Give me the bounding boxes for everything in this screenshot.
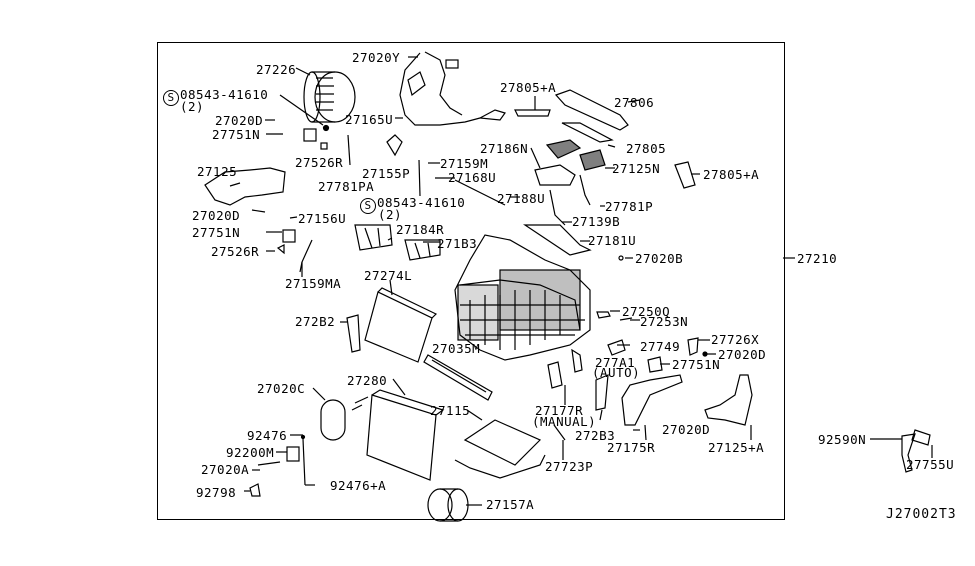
heater-unit-case-part[interactable]	[454, 234, 591, 361]
part-label[interactable]: 27115	[430, 403, 471, 418]
seal-27805a-right-part[interactable]	[674, 161, 696, 189]
part-label[interactable]: 27157A	[486, 497, 535, 512]
wiring-harness-part[interactable]	[399, 51, 506, 126]
part-label[interactable]: 27188U	[497, 191, 546, 206]
part-label[interactable]: 27749	[640, 339, 681, 354]
duct-27175r-part[interactable]	[621, 374, 683, 426]
part-label[interactable]: 27175R	[607, 440, 656, 455]
part-label[interactable]: 27726X	[711, 332, 760, 347]
part-label[interactable]: 27526R	[211, 244, 260, 259]
part-label[interactable]: 27280	[347, 373, 388, 388]
part-label[interactable]: 27020D	[718, 347, 767, 362]
part-label[interactable]: 27186N	[480, 141, 529, 156]
part-label[interactable]: 27751N	[212, 127, 261, 142]
part-label[interactable]: 92798	[196, 485, 237, 500]
part-label[interactable]: 271B3	[437, 236, 478, 251]
part-label[interactable]: 27159M	[440, 156, 489, 171]
part-label[interactable]: 27139B	[572, 214, 621, 229]
quantity-note: (2)	[180, 99, 205, 114]
part-label[interactable]: 27751N	[672, 357, 721, 372]
quantity-note: (2)	[378, 207, 403, 222]
part-label[interactable]: 27125N	[612, 161, 661, 176]
part-label[interactable]: 27805	[626, 141, 667, 156]
part-label[interactable]: 27181U	[588, 233, 637, 248]
part-label[interactable]: 27781P	[605, 199, 654, 214]
part-label[interactable]: 27526R	[295, 155, 344, 170]
evaporator-part[interactable]	[366, 389, 445, 481]
part-label[interactable]: 27168U	[448, 170, 497, 185]
part-label[interactable]: 27020Y	[352, 50, 401, 65]
heater-core-part[interactable]	[463, 419, 542, 466]
part-label[interactable]: 27177R	[535, 403, 584, 418]
part-note: (MANUAL)	[532, 414, 597, 429]
part-label[interactable]: 27226	[256, 62, 297, 77]
blower-wheel-part[interactable]	[427, 488, 469, 522]
part-label[interactable]: 27781PA	[318, 179, 375, 194]
part-label[interactable]: 27035M	[432, 341, 481, 356]
part-label[interactable]: 27020D	[192, 208, 241, 223]
screw-symbol-icon: S	[163, 90, 179, 106]
filter-27274l-part[interactable]	[364, 287, 438, 363]
diagram-id-code: J27002T3	[886, 507, 957, 522]
part-number: 08543-41610	[180, 87, 269, 102]
part-label[interactable]: 27723P	[545, 459, 594, 474]
part-label[interactable]: 27184R	[396, 222, 445, 237]
part-label[interactable]: 27020C	[257, 381, 306, 396]
diagram-frame	[157, 42, 785, 520]
part-label[interactable]: 27155P	[362, 166, 411, 181]
part-label[interactable]: 92476	[247, 428, 288, 443]
part-label[interactable]: 27020A	[201, 462, 250, 477]
part-label[interactable]: 92590N	[818, 432, 867, 447]
part-label[interactable]: 27159MA	[285, 276, 342, 291]
vent-grille-271b3-part[interactable]	[404, 239, 441, 261]
part-label[interactable]: 27274L	[364, 268, 413, 283]
blower-motor-part[interactable]	[303, 71, 356, 123]
part-label[interactable]: 272B3	[575, 428, 616, 443]
part-label[interactable]: 27253N	[640, 314, 689, 329]
vent-grille-27184r-part[interactable]	[354, 224, 393, 251]
assembly-label[interactable]: 27210	[797, 251, 838, 266]
pad-27020c-part[interactable]	[320, 399, 346, 441]
part-label[interactable]: 277A1	[595, 355, 636, 370]
duct-27125-part[interactable]	[204, 167, 286, 206]
screw-symbol-icon: S	[360, 198, 376, 214]
part-label[interactable]: 272B2	[295, 314, 336, 329]
part-label[interactable]: 27020D	[662, 422, 711, 437]
part-label[interactable]: 27020B	[635, 251, 684, 266]
part-label[interactable]: 27805+A	[703, 167, 760, 182]
part-label[interactable]: 27125+A	[708, 440, 765, 455]
part-label[interactable]: 92476+A	[330, 478, 387, 493]
part-label[interactable]: 27806	[614, 95, 655, 110]
part-label[interactable]: 27125	[197, 164, 238, 179]
part-label[interactable]: 92200M	[226, 445, 275, 460]
part-label[interactable]: 27805+A	[500, 80, 557, 95]
seal-27806-part[interactable]	[554, 89, 629, 131]
part-number: 08543-41610	[377, 195, 466, 210]
part-label[interactable]: 27165U	[345, 112, 394, 127]
part-label[interactable]: 27156U	[298, 211, 347, 226]
part-label[interactable]: 27020D	[215, 113, 264, 128]
part-note: (AUTO)	[592, 365, 641, 380]
part-label[interactable]: 27751N	[192, 225, 241, 240]
part-label[interactable]: 27755U	[906, 457, 955, 472]
duct-27125a-part[interactable]	[704, 374, 753, 426]
part-label[interactable]: 27250Q	[622, 304, 671, 319]
